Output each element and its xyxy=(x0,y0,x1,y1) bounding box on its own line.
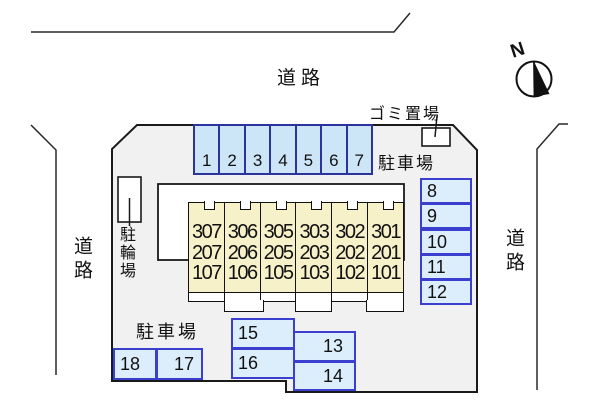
parking-space-1: 1 xyxy=(195,126,221,173)
parking-space-14: 14 xyxy=(293,361,356,391)
stair-landing xyxy=(366,300,404,312)
parking-space-6: 6 xyxy=(322,126,348,173)
entrance-notch xyxy=(204,201,215,210)
parking-space-11: 11 xyxy=(420,254,472,280)
parking-space-2: 2 xyxy=(220,126,246,173)
entrance-notch xyxy=(239,201,251,210)
room-number: 205 xyxy=(263,241,294,264)
compass-icon xyxy=(515,60,553,98)
parking-space-12: 12 xyxy=(420,279,472,305)
room-number: 206 xyxy=(227,241,258,264)
room-number: 201 xyxy=(371,241,401,264)
parking-space-17: 17 xyxy=(156,348,203,380)
parking-space-13: 13 xyxy=(293,331,356,362)
entrance-notch xyxy=(275,201,287,210)
road-line-top xyxy=(31,12,411,33)
room-number: 105 xyxy=(263,262,294,284)
building-unit-col-4: 303 203 103 xyxy=(296,201,333,292)
room-number: 107 xyxy=(191,262,222,284)
room-number: 306 xyxy=(227,221,258,243)
building-unit-col-6: 301 201 101 xyxy=(368,201,403,292)
garbage-area-label: ゴミ置場 xyxy=(369,106,442,123)
room-number: 301 xyxy=(371,221,401,243)
parking-label-bottom: 駐車場 xyxy=(136,322,199,342)
road-label-top: 道路 xyxy=(277,68,326,89)
parking-space-9: 9 xyxy=(420,203,472,229)
entrance-notch xyxy=(311,201,323,210)
room-number: 103 xyxy=(299,262,329,284)
building-unit-col-2: 306 206 106 xyxy=(225,201,261,292)
room-number: 305 xyxy=(263,221,294,243)
stair-landing xyxy=(224,300,264,312)
road-line-left xyxy=(30,124,57,375)
parking-space-5: 5 xyxy=(297,126,323,173)
stair-landing xyxy=(295,300,332,312)
room-number: 202 xyxy=(335,241,365,264)
building-unit-col-5: 302 202 102 xyxy=(332,201,369,292)
parking-space-10: 10 xyxy=(420,229,472,255)
road-line-right xyxy=(536,123,568,390)
building-unit-col-3: 305 205 105 xyxy=(261,201,297,292)
room-number: 101 xyxy=(371,262,401,284)
parking-space-7: 7 xyxy=(354,151,364,170)
parking-label-top: 駐車場 xyxy=(378,154,435,173)
room-number: 302 xyxy=(335,221,365,243)
parking-row-top: 1 2 3 4 5 6 7 xyxy=(193,124,373,175)
bicycle-area-label: 駐輪場 xyxy=(117,226,134,280)
room-number: 303 xyxy=(299,221,329,243)
parking-space-8: 8 xyxy=(420,178,472,204)
building-unit-col-1: 307 207 107 xyxy=(189,201,225,292)
room-number: 102 xyxy=(335,262,365,284)
entrance-notch xyxy=(347,201,359,210)
entrance-notch xyxy=(383,201,395,210)
parking-space-18: 18 xyxy=(113,348,157,380)
parking-space-16: 16 xyxy=(231,348,295,379)
road-label-left: 道路 xyxy=(71,236,92,284)
room-number: 106 xyxy=(227,262,258,284)
parking-space-4: 4 xyxy=(271,126,297,173)
road-label-right: 道路 xyxy=(503,228,524,276)
parking-space-15: 15 xyxy=(231,318,295,349)
building: 307 207 107 306 206 106 305 205 105 303 … xyxy=(188,201,404,293)
room-number: 207 xyxy=(191,241,222,264)
room-number: 203 xyxy=(299,241,329,264)
parking-space-3: 3 xyxy=(246,126,272,173)
garbage-leader-line xyxy=(434,115,438,138)
room-number: 307 xyxy=(191,221,222,243)
